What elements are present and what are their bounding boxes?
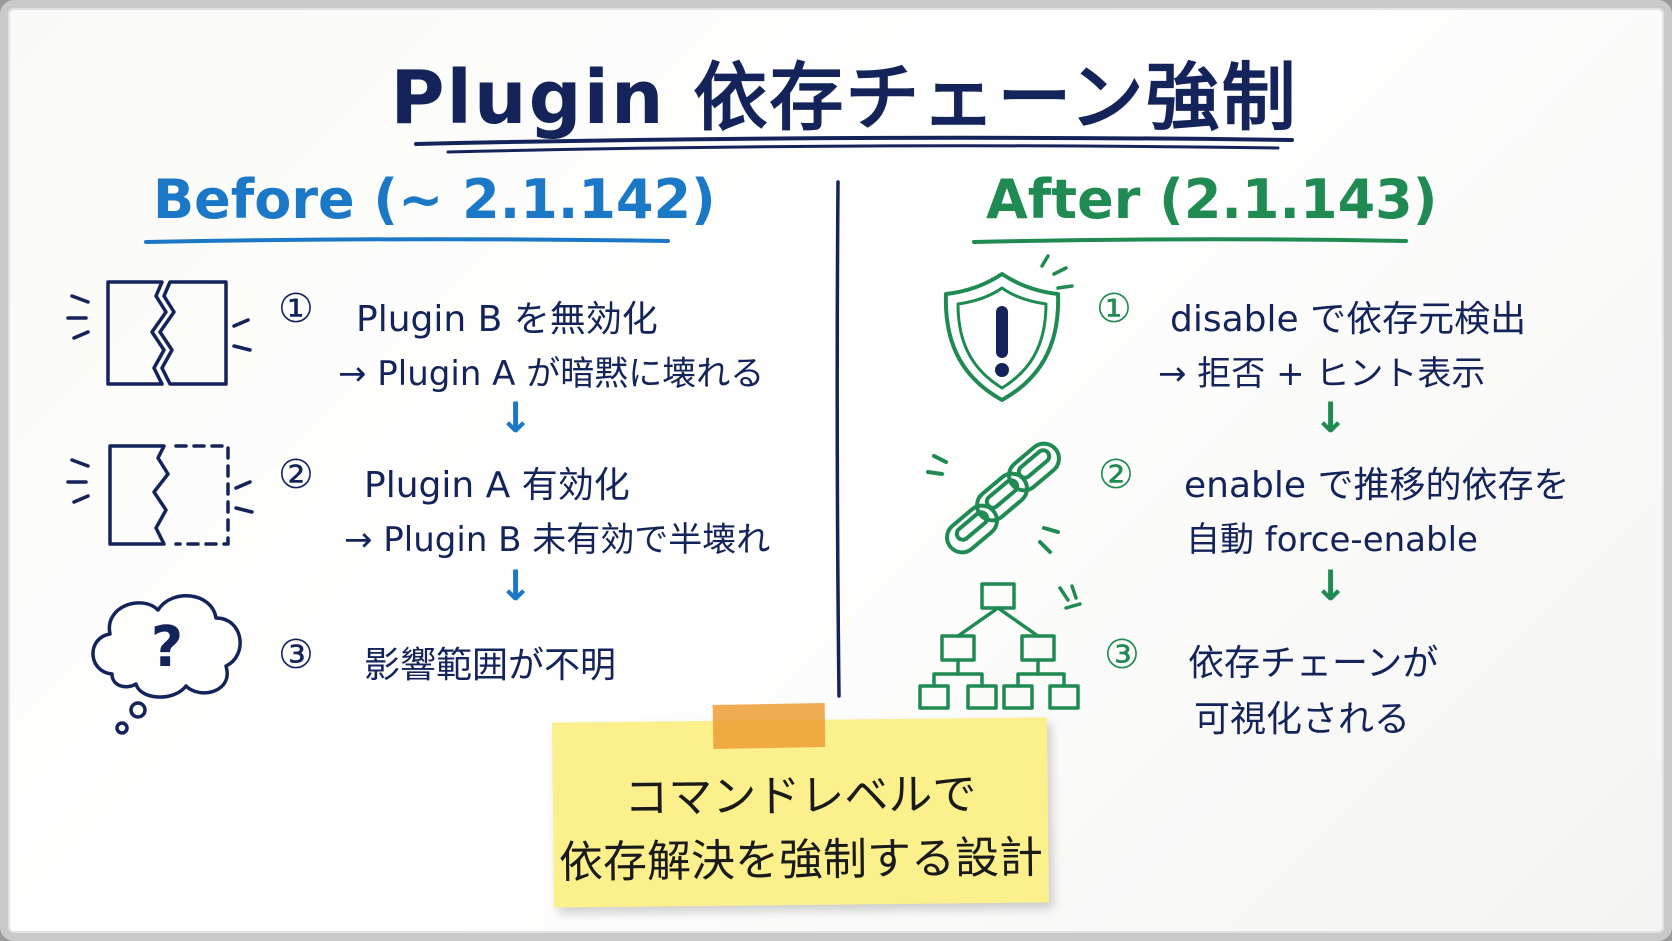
question-cloud-icon: ? [91,594,242,735]
down-arrow: ↓ [1313,393,1349,442]
warning-shield-icon [943,254,1074,402]
down-arrow: ↓ [1313,561,1349,610]
page-title: Plugin 依存チェーン強制 [390,55,1298,141]
tree-diagram-icon [918,582,1082,710]
after-heading: After (2.1.143) [986,168,1438,231]
after-step2-line1: enable で推移的依存を [1184,465,1570,506]
after-step2-line2: 自動 force-enable [1186,520,1478,560]
down-arrow: ↓ [498,561,534,610]
sticky-note-line2: 依存解決を強制する設計 [558,832,1044,889]
masking-tape [712,703,826,749]
after-step1-number: ① [1096,286,1132,332]
after-step3-line2: 可視化される [1194,699,1411,740]
before-step1-number: ① [278,286,314,332]
half-broken-box-icon [66,444,254,546]
down-arrow: ↓ [498,393,534,442]
after-step3-line1: 依存チェーンが [1188,643,1439,684]
before-heading-underline [144,237,670,244]
before-heading: Before (~ 2.1.142) [153,168,716,231]
before-step2-line2: → Plugin B 未有効で半壊れ [344,520,771,560]
after-step1-line1: disable で依存元検出 [1170,299,1527,340]
before-step1-line1: Plugin B を無効化 [356,299,658,340]
svg-text:?: ? [151,615,183,680]
before-step2-number: ② [278,452,314,498]
broken-box-icon [66,280,252,386]
before-step1-line2: → Plugin A が暗黙に壊れる [338,354,765,394]
before-step3-number: ③ [278,632,314,678]
after-step2-number: ② [1098,452,1134,498]
chain-link-icon [926,441,1061,555]
after-step1-line2: → 拒否 + ヒント表示 [1158,354,1486,394]
title-underline [414,135,1294,154]
sticky-note-line1: コマンドレベルで [624,769,977,824]
column-divider [835,180,841,698]
after-heading-underline [972,237,1408,244]
after-step3-number: ③ [1104,632,1140,678]
before-step2-line1: Plugin A 有効化 [364,465,630,506]
before-step3-line1: 影響範囲が不明 [364,645,617,686]
